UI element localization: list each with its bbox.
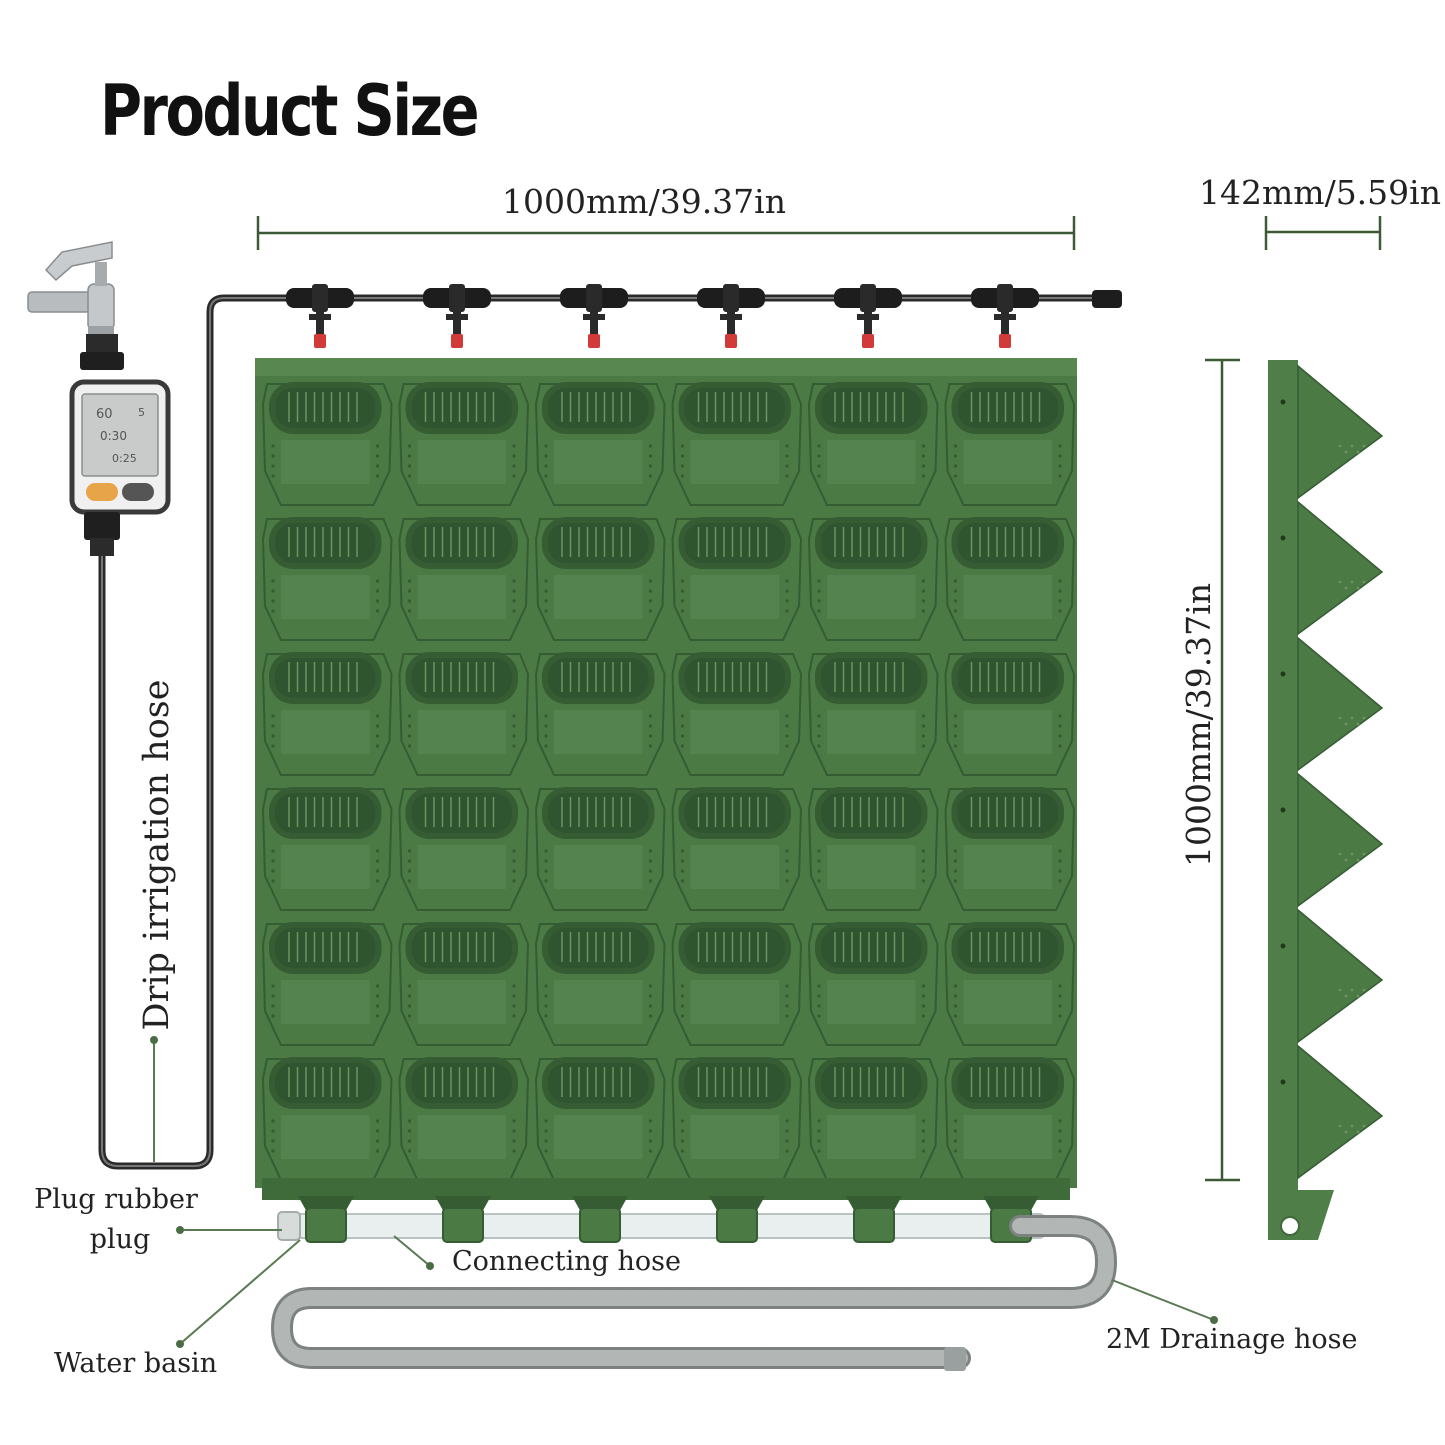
planter-pocket [671,382,803,506]
drain-connector [853,1207,895,1243]
planter-wall [255,358,1077,1200]
rubber-plug [277,1211,301,1241]
planter-pocket [261,922,393,1046]
water-timer: 60 5 0:30 0:25 [69,334,171,556]
planter-pocket [944,517,1076,641]
dripper [834,284,902,348]
planter-pocket [398,922,530,1046]
width-label: 1000mm/39.37in [502,182,786,221]
planter-pocket [534,922,666,1046]
side-pocket [1280,908,1384,1044]
hose-end-cap [1092,290,1122,308]
planter-pocket [807,787,939,911]
drippers [286,284,1039,348]
planter-pocket [398,517,530,641]
drain-connector [442,1207,484,1243]
water-basin-label: Water basin [54,1348,217,1379]
drain-connector [579,1207,621,1243]
drainage-hose-label: 2M Drainage hose [1106,1324,1358,1355]
depth-dimension: 142mm/5.59in [1199,173,1441,250]
depth-label: 142mm/5.59in [1199,173,1441,212]
connecting-hose-label: Connecting hose [452,1246,681,1277]
timer-display-1: 60 [96,407,113,422]
dripper [971,284,1039,348]
timer-display-3: 0:30 [100,429,127,443]
height-dimension: 1000mm/39.37in [1179,358,1240,1182]
page-title: Product Size [100,70,480,152]
planter-pocket [261,787,393,911]
planter-pocket [944,922,1076,1046]
connecting-hose [283,1196,1045,1243]
planter-pocket [807,652,939,776]
planter-pocket [807,922,939,1046]
planter-pocket [671,787,803,911]
planter-pocket [671,652,803,776]
planter-pocket [261,652,393,776]
planter-pocket [398,652,530,776]
drain-connector [716,1207,758,1243]
planter-pocket [534,787,666,911]
dripper [423,284,491,348]
drip-hose-label: Drip irrigation hose [137,680,177,1031]
planter-pocket [807,517,939,641]
timer-display-4: 0:25 [112,452,137,465]
annotations: Drip irrigation hose Plug rubber plug Co… [34,680,1357,1379]
width-dimension: 1000mm/39.37in [256,182,1076,250]
dripper [560,284,628,348]
faucet-icon [27,241,115,336]
side-pocket [1280,1044,1384,1180]
planter-pocket [398,382,530,506]
timer-display-2: 5 [138,406,145,419]
planter-pocket [944,382,1076,506]
drain-connector [305,1207,347,1243]
planter-pocket [398,787,530,911]
plug-label-1: Plug rubber [34,1184,198,1215]
height-label: 1000mm/39.37in [1179,583,1218,867]
planter-pocket [534,1057,666,1181]
planter-pocket [398,1057,530,1181]
side-profile [1268,360,1384,1240]
planter-pocket [671,1057,803,1181]
planter-pocket [807,382,939,506]
planter-pocket [261,1057,393,1181]
planter-pocket [807,1057,939,1181]
planter-pocket [944,787,1076,911]
side-pocket [1280,500,1384,636]
timer-screen [81,393,159,477]
side-pocket [1280,636,1384,772]
plug-label-2: plug [90,1224,151,1255]
side-pocket [1280,364,1384,500]
dripper [697,284,765,348]
side-pocket [1280,772,1384,908]
planter-pocket [944,652,1076,776]
planter-pocket [671,517,803,641]
planter-pocket [534,382,666,506]
timer-button-right[interactable] [122,483,154,501]
drainage-hose [270,1215,1118,1371]
planter-pocket [944,1057,1076,1181]
planter-pocket [534,517,666,641]
dripper [286,284,354,348]
planter-pocket [261,517,393,641]
planter-pocket [534,652,666,776]
timer-button-left[interactable] [86,483,118,501]
planter-pocket [261,382,393,506]
planter-pocket [671,922,803,1046]
